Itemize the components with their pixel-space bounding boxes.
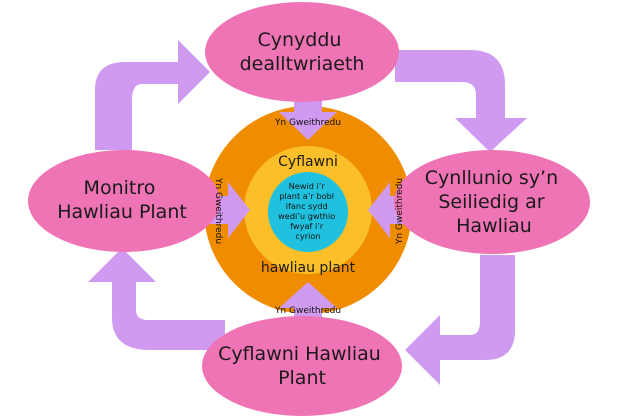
node-bottom-label: Cyflawni Hawliau Plant: [218, 343, 386, 389]
node-bottom-line1: Cyflawni Hawliau: [218, 343, 381, 365]
node-right-line3: Hawliau: [456, 215, 532, 237]
core-line: wedi’u gwthio: [278, 211, 335, 221]
core-text: Newid i’r plant a’r bobl ifanc sydd wedi…: [278, 181, 338, 241]
arrow-left-to-top: [95, 40, 210, 150]
node-top-line1: Cynyddu: [257, 29, 341, 51]
connector-top-label: Yn Gweithredu: [274, 118, 341, 128]
nodes: [28, 2, 590, 416]
core-line: fwyaf i’r: [290, 221, 324, 231]
node-top: [205, 2, 399, 102]
node-left-label: Monitro Hawliau Plant: [57, 177, 187, 223]
node-right-label: Cynllunio sy’n Seiliedig ar Hawliau: [425, 167, 563, 237]
node-left-line1: Monitro: [84, 177, 156, 199]
core-line: Newid i’r: [289, 181, 326, 191]
arrow-connector-bottom: [279, 282, 337, 320]
ring-bottom-label: hawliau plant: [261, 260, 356, 276]
node-right: [394, 150, 590, 254]
node-bottom-line2: Plant: [278, 367, 326, 389]
cycle-arrows: [88, 40, 527, 385]
node-left-line2: Hawliau Plant: [57, 201, 187, 223]
node-right-line2: Seiliedig ar: [438, 191, 544, 213]
center-rings: [204, 106, 412, 314]
node-top-line2: dealltwriaeth: [240, 53, 365, 75]
ring-top-label: Cyflawni: [278, 154, 338, 170]
core-line: cyrion: [295, 231, 320, 241]
arrow-right-to-bottom: [405, 255, 515, 385]
node-right-line1: Cynllunio sy’n: [425, 167, 558, 189]
arrow-connector-top: [279, 100, 337, 140]
arrow-top-to-right: [395, 50, 527, 152]
core-line: plant a’r bobl: [279, 191, 334, 201]
node-bottom: [202, 316, 402, 416]
arrow-bottom-to-left: [88, 248, 225, 350]
connector-bottom-label: Yn Gweithredu: [274, 306, 341, 316]
connector-right-label: Yn Gweithredu: [395, 178, 405, 245]
node-top-label: Cynyddu dealltwriaeth: [240, 29, 365, 75]
cyan-core: [268, 172, 348, 252]
node-left: [28, 150, 220, 252]
core-line: ifanc sydd: [286, 201, 328, 211]
connector-left-label: Yn Gweithredu: [213, 177, 223, 244]
